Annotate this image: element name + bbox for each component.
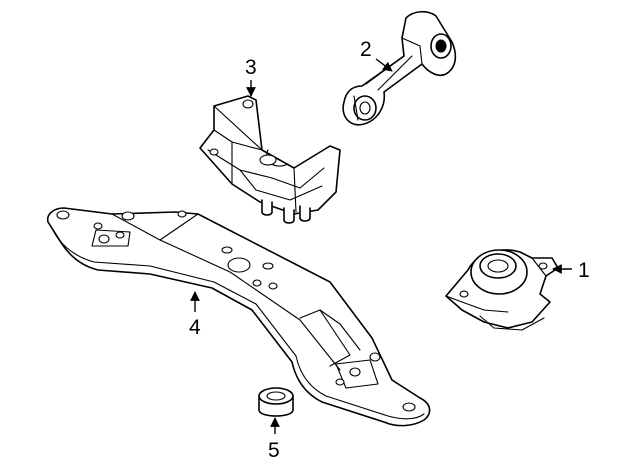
bushing-part <box>258 387 294 417</box>
callout-4: 4 <box>189 291 201 339</box>
leader-line-2 <box>375 58 393 72</box>
callout-label-4: 4 <box>189 316 201 339</box>
callout-label-3: 3 <box>245 56 257 79</box>
transmission-mount-part <box>199 95 341 224</box>
callout-label-5: 5 <box>268 439 280 462</box>
torque-rod-part <box>342 10 457 126</box>
callout-5: 5 <box>268 417 280 462</box>
callout-1: 1 <box>552 259 590 282</box>
callout-2: 2 <box>360 38 393 72</box>
engine-mount-part <box>445 249 559 331</box>
callout-3: 3 <box>245 56 257 97</box>
callout-label-1: 1 <box>578 259 590 282</box>
crossmember-part <box>46 207 431 427</box>
callout-label-2: 2 <box>360 38 372 61</box>
